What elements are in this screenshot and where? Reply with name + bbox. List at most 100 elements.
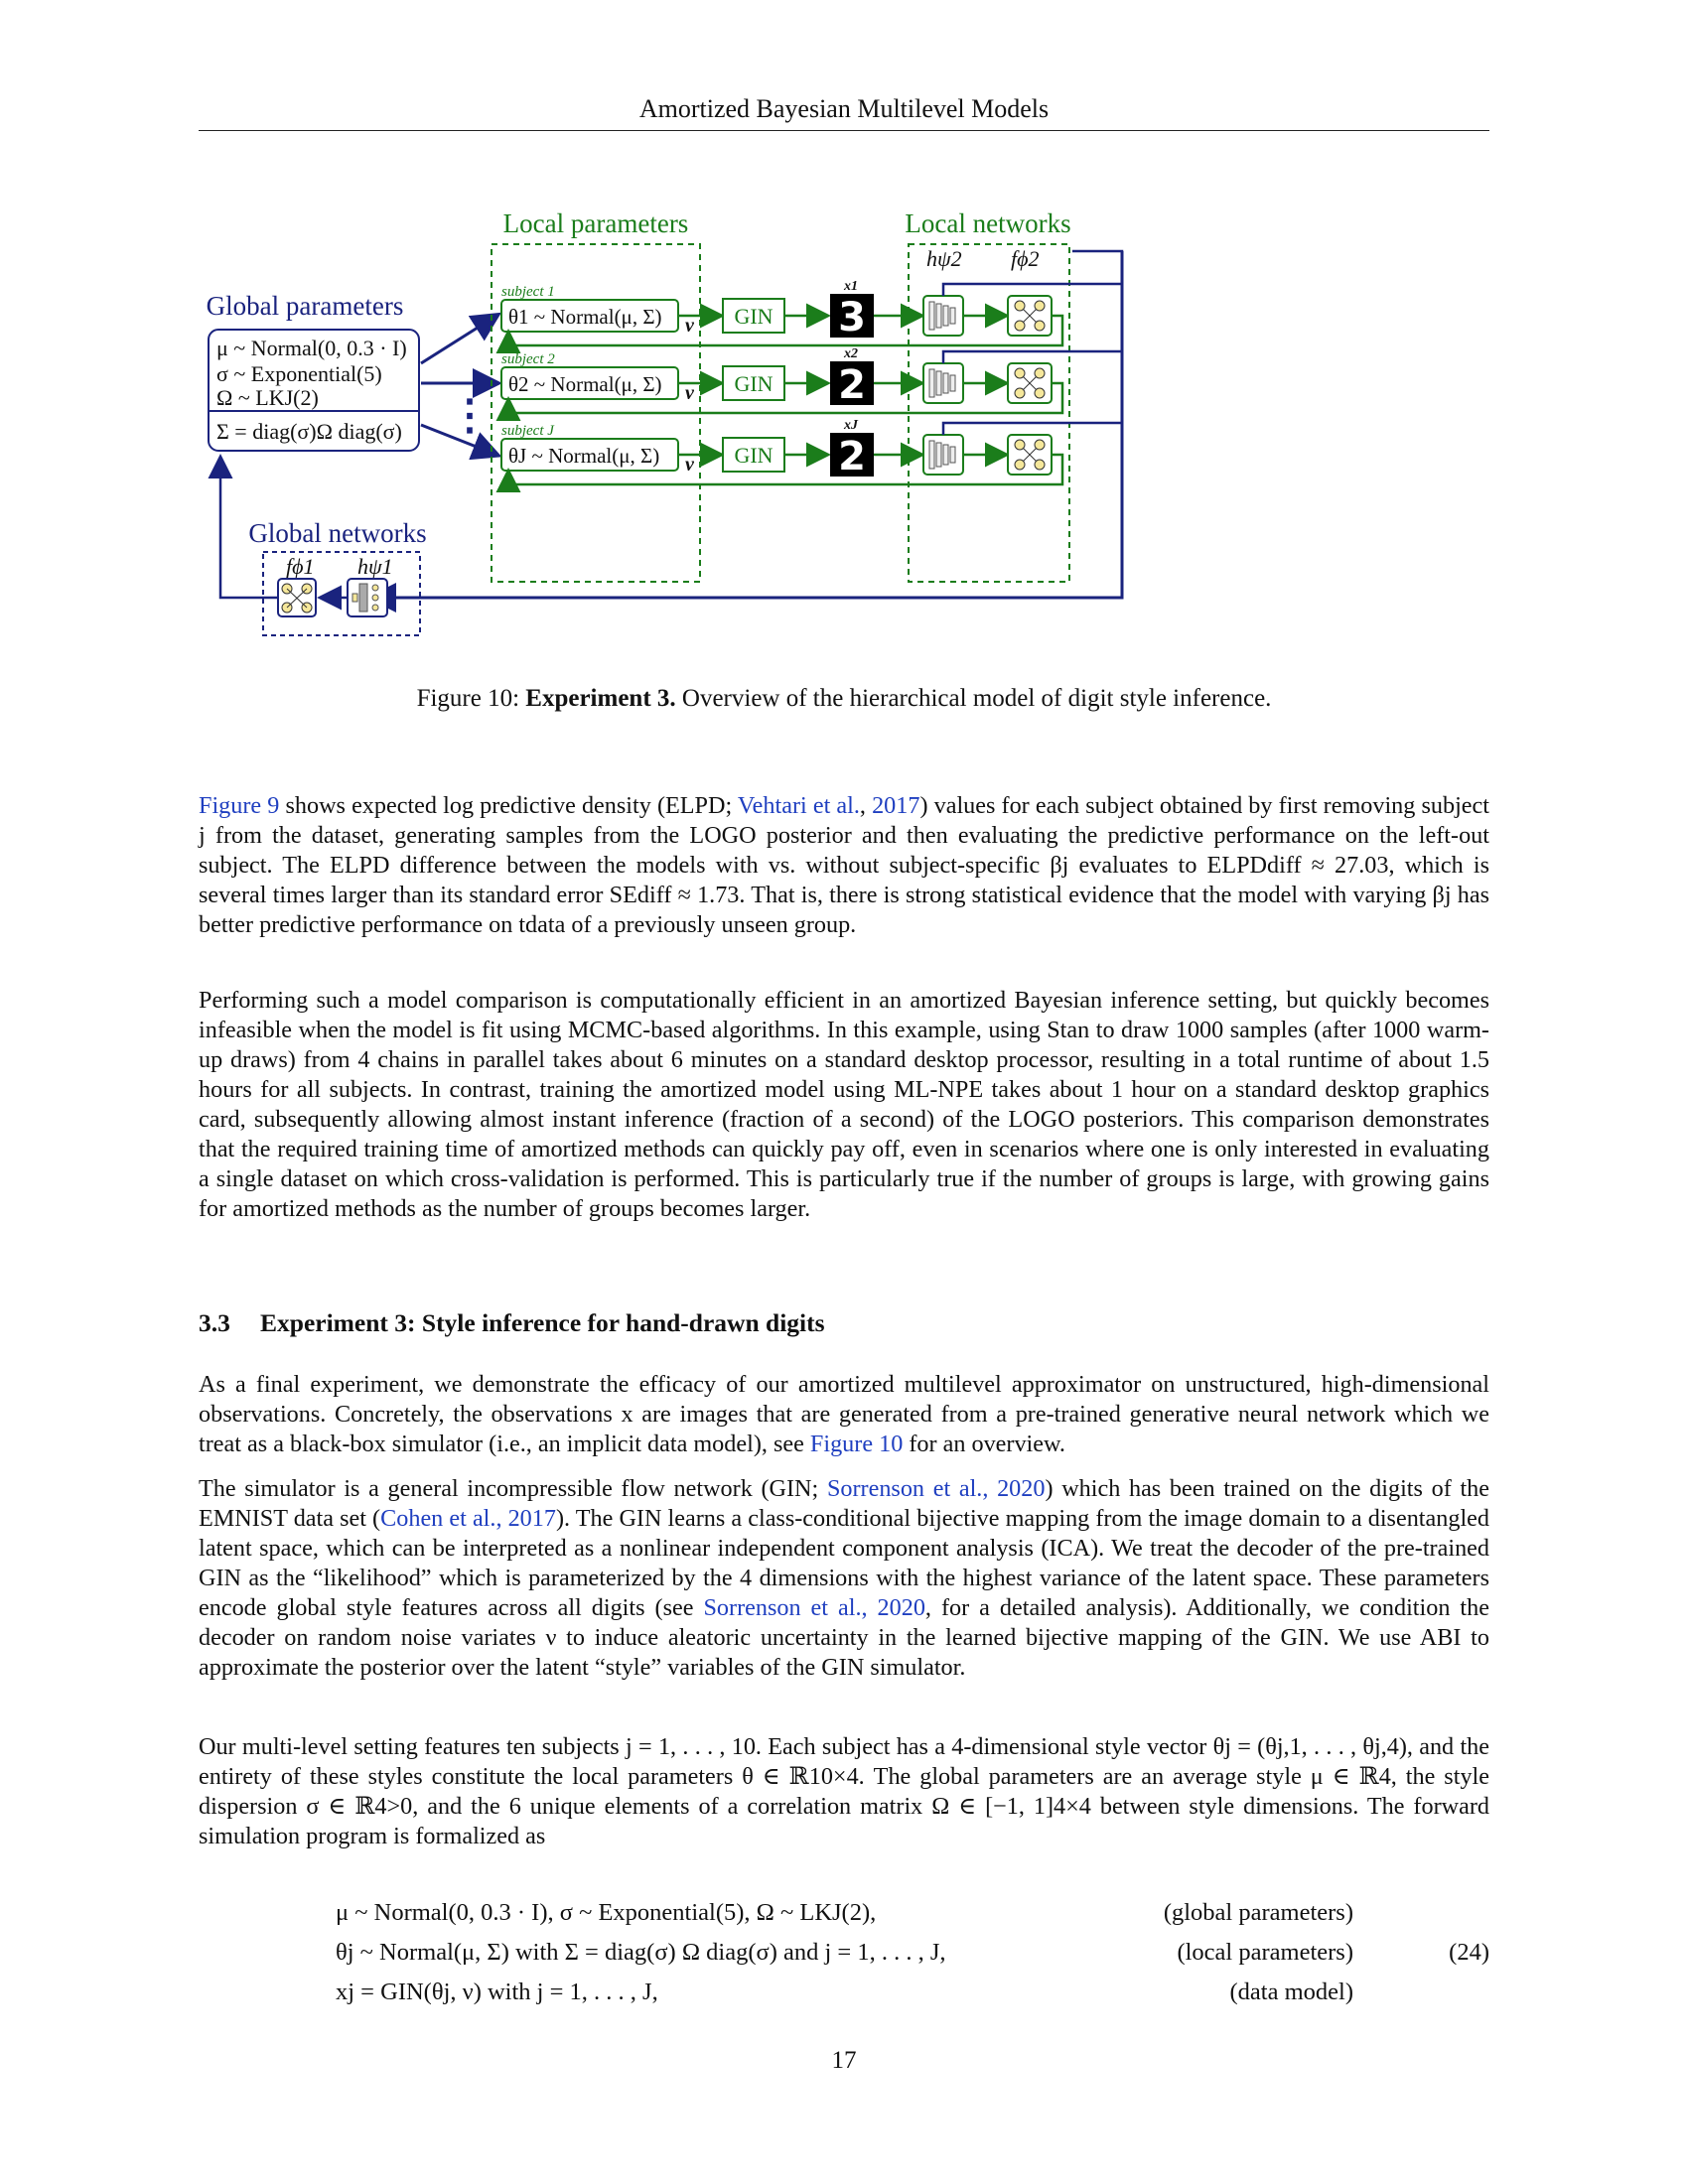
- para4-text-c: ). The GIN learns a class-conditional bi…: [199, 1505, 1489, 1621]
- summary-to-global-line: [941, 421, 1122, 435]
- para2-text: Performing such a model comparison is co…: [199, 987, 1489, 1222]
- summary-to-global-line: [941, 282, 1122, 296]
- gin-box: [722, 298, 785, 334]
- running-header: Amortized Bayesian Multilevel Models: [638, 94, 1050, 123]
- global-prior-omega: Ω ~ LKJ(2): [216, 385, 319, 410]
- caption-bold: Experiment 3.: [525, 685, 676, 712]
- vehtari-year-link[interactable]: 2017: [872, 792, 920, 819]
- header-rule: [199, 130, 1489, 131]
- summary-layer: [935, 370, 942, 396]
- figure-9-link[interactable]: Figure 9: [199, 792, 280, 819]
- digit-image: [830, 294, 874, 338]
- net-node: [1014, 439, 1026, 451]
- nu-label: ν: [685, 315, 695, 337]
- local-parameters-title: Local parameters: [503, 208, 689, 238]
- net-node: [1034, 300, 1046, 312]
- eq-line1: μ ~ Normal(0, 0.3 · I), σ ~ Exponential(…: [336, 1899, 877, 1926]
- digit-image: [830, 361, 874, 405]
- net-node: [1014, 320, 1026, 332]
- caption-text: Overview of the hierarchical model of di…: [681, 685, 1272, 712]
- observation-label: x1: [843, 279, 858, 294]
- digit-glyph: 2: [838, 434, 866, 479]
- para3-text-a: As a final experiment, we demonstrate th…: [199, 1371, 1489, 1457]
- observation-label: xJ: [843, 418, 859, 433]
- global-derived-sigma: Σ = diag(σ)Ω diag(σ): [216, 419, 402, 444]
- sorrenson-citation-1[interactable]: Sorrenson et al., 2020: [826, 1475, 1046, 1502]
- local-feedback-arrow: [495, 453, 1064, 492]
- local-prior-box: [500, 438, 679, 472]
- global-summary-net-icon: [347, 578, 388, 617]
- para3-text-b: for an overview.: [903, 1431, 1065, 1457]
- vehtari-citation-link[interactable]: Vehtari et al.: [737, 792, 860, 819]
- net-node: [1014, 459, 1026, 471]
- local-prior-formula: θJ ~ Normal(μ, Σ): [508, 444, 659, 468]
- local-feedback-arrow: [495, 314, 1064, 353]
- figure-caption: Figure 10: Experiment 3. Overview of the…: [199, 685, 1489, 713]
- global-inference-net-icon: [277, 578, 317, 617]
- para1-text-b: ,: [859, 792, 873, 819]
- subject-label: subject 1: [501, 284, 555, 300]
- summary-layer: [949, 446, 956, 464]
- digit-image: [830, 433, 874, 477]
- page-number: 17: [831, 2047, 857, 2074]
- net-node: [1034, 459, 1046, 471]
- gin-box: [722, 365, 785, 401]
- global-h-label: hψ1: [357, 554, 393, 579]
- eq-tag2: (local parameters): [1177, 1939, 1353, 1966]
- nu-label: ν: [685, 382, 695, 404]
- net-node: [1034, 367, 1046, 379]
- equation-number: (24): [1449, 1939, 1489, 1966]
- local-feedback-arrow: [495, 381, 1064, 421]
- local-prior-formula: θ1 ~ Normal(μ, Σ): [508, 305, 662, 329]
- observation-label: x2: [843, 346, 858, 361]
- section-title: Experiment 3: Style inference for hand-d…: [260, 1308, 825, 1337]
- eq-tag3: (data model): [1229, 1979, 1354, 2005]
- net-node: [1014, 367, 1026, 379]
- digit-glyph: 3: [838, 295, 866, 341]
- summary-layer: [935, 303, 942, 329]
- summary-layer: [942, 305, 949, 327]
- paragraph-multilevel-setting: Our multi-level setting features ten sub…: [199, 1732, 1489, 1851]
- section-number: 3.3: [199, 1308, 230, 1337]
- net-node: [1034, 320, 1046, 332]
- figure-10-link[interactable]: Figure 10: [809, 1431, 904, 1457]
- summary-layer: [949, 374, 956, 392]
- global-parameters-title: Global parameters: [207, 291, 404, 321]
- summary-layer: [942, 372, 949, 394]
- ellipsis-glyph: ⋮: [449, 393, 491, 439]
- local-networks-box: [908, 243, 1070, 583]
- local-prior-box: [500, 299, 679, 333]
- para5-text: Our multi-level setting features ten sub…: [199, 1733, 1489, 1849]
- subject-label: subject 2: [501, 351, 555, 367]
- local-prior-formula: θ2 ~ Normal(μ, Σ): [508, 372, 662, 396]
- sorrenson-citation-2[interactable]: Sorrenson et al., 2020: [703, 1594, 925, 1621]
- local-prior-box: [500, 366, 679, 400]
- eq-line3: xj = GIN(θj, ν) with j = 1, . . . , J,: [336, 1979, 658, 2005]
- global-prior-mu: μ ~ Normal(0, 0.3 · I): [216, 336, 407, 360]
- net-node: [1014, 300, 1026, 312]
- gin-label: GIN: [734, 443, 773, 468]
- section-heading: 3.3 Experiment 3: Style inference for han…: [199, 1308, 825, 1338]
- para4-text-b: ) which has been trained on the digits o…: [199, 1475, 1489, 1532]
- paragraph-mcmc-comparison: Performing such a model comparison is co…: [199, 986, 1489, 1224]
- summary-layer: [928, 440, 935, 470]
- local-h-label: hψ2: [926, 246, 962, 271]
- gin-box: [722, 437, 785, 473]
- subject-label: subject J: [501, 423, 555, 439]
- eq-tag1: (global parameters): [1163, 1899, 1353, 1926]
- paragraph-elpd: Figure 9 shows expected log predictive d…: [199, 791, 1489, 940]
- paragraph-intro-exp3: As a final experiment, we demonstrate th…: [199, 1370, 1489, 1459]
- net-node: [1034, 439, 1046, 451]
- digit-glyph: 2: [838, 362, 866, 408]
- global-f-label: fϕ1: [286, 554, 315, 579]
- net-node: [1034, 387, 1046, 399]
- global-networks-title: Global networks: [248, 518, 426, 548]
- global-networks-box: [262, 551, 421, 636]
- caption-label: Figure 10:: [416, 685, 520, 712]
- global-prior-sigma: σ ~ Exponential(5): [216, 361, 382, 386]
- summary-to-global-line: [941, 349, 1122, 363]
- local-f-label: fϕ2: [1011, 246, 1040, 271]
- para4-text-d: , for a detailed analysis). Additionally…: [199, 1594, 1489, 1681]
- paragraph-gin-simulator: The simulator is a general incompressibl…: [199, 1474, 1489, 1683]
- cohen-citation[interactable]: Cohen et al., 2017: [380, 1505, 556, 1532]
